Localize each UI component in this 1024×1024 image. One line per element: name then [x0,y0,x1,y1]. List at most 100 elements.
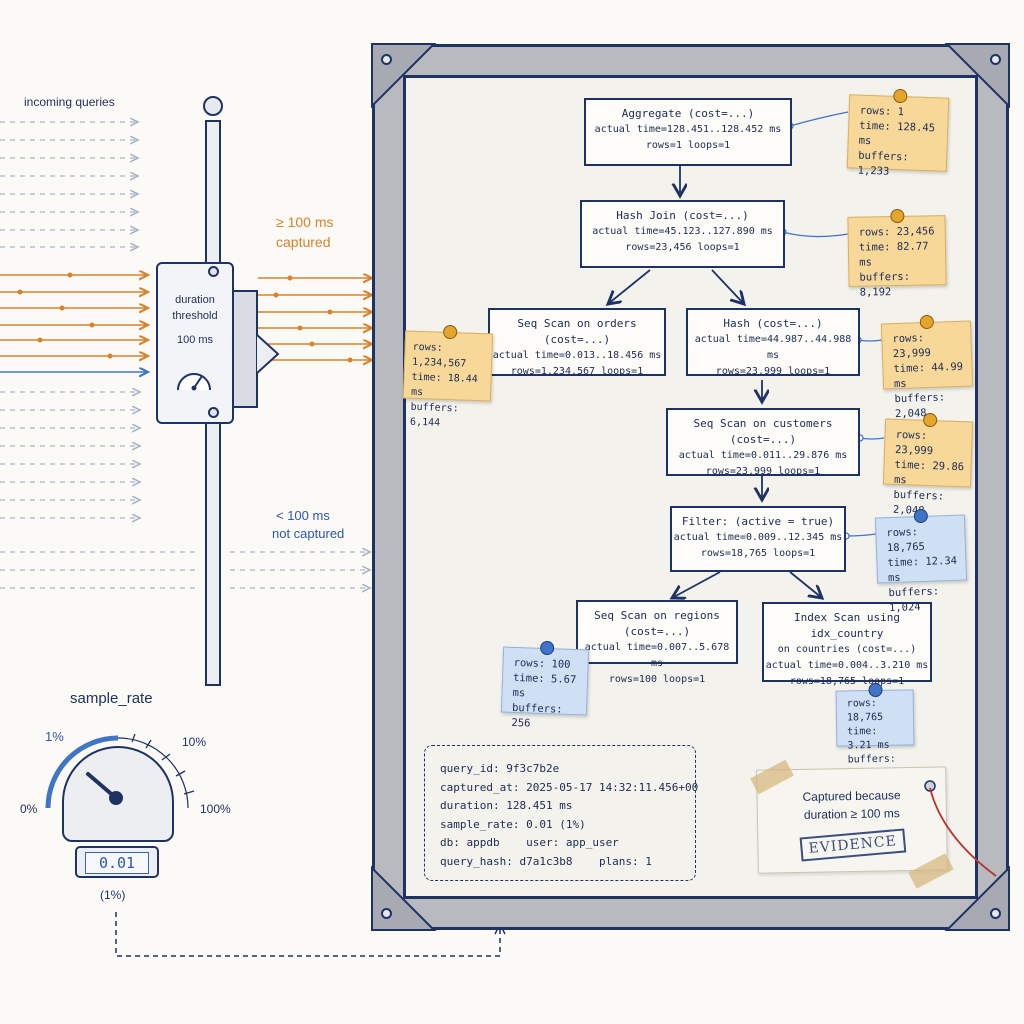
plan-node-seq-scan-customers: Seq Scan on customers (cost=...) actual … [666,408,860,477]
sample-rate-percent: (1%) [100,888,126,902]
node-title: Index Scan using idx_country [794,611,900,640]
sticky-note-hash: rows: 23,999 time: 44.99 ms buffers: 2,0… [880,314,974,420]
note-time: time: 44.99 ms [893,360,964,391]
note-buffers: buffers: 8,192 [859,270,911,299]
not-captured-label: not captured [272,526,345,541]
note-time: time: 128.45 ms [858,119,936,148]
device-gauge-icon [177,373,211,391]
captured-threshold-label: ≥ 100 ms [276,214,334,230]
pushpin-icon [922,412,938,428]
evidence-stamp: EVIDENCE [799,828,906,862]
sticky-note-aggregate: rows: 1 time: 128.45 ms buffers: 1,233 [846,88,950,178]
sample-rate-needle [86,772,123,805]
pushpin-icon [868,682,883,698]
pushpin-icon [442,324,458,340]
board-screw [990,54,1001,65]
sticky-note-filter: rows: 18,765 time: 12.34 ms buffers: 1,0… [874,508,968,614]
node-time: actual time=0.007..5.678 ms [584,642,730,669]
incoming-queries-label: incoming queries [24,95,115,109]
note-time: time: 29.86 ms [893,458,965,487]
meta-duration: duration: 128.451 ms [440,799,573,812]
sample-tick-10pct: 10% [182,735,207,749]
not-captured-threshold-label: < 100 ms [276,508,330,523]
note-rows: rows: 23,456 [858,225,935,239]
node-rows: rows=18,765 loops=1 [789,676,905,687]
meta-captured-at: captured_at: 2025-05-17 14:32:11.456+00 [440,780,699,794]
sample-rate-value: 0.01 [85,852,149,874]
note-rows: rows: 23,999 [894,428,934,458]
note-time: time: 82.77 ms [858,240,929,269]
node-rows: rows=23,999 loops=1 [715,366,831,377]
note-buffers: buffers: 256 [511,701,563,730]
plan-node-filter: Filter: (active = true) actual time=0.00… [670,506,846,572]
note-buffers: buffers: 1,024 [888,585,940,615]
meta-hash-plans: query_hash: d7a1c3b8 plans: 1 [440,854,652,868]
duration-threshold-device: duration threshold 100 ms [156,262,234,424]
plan-node-hash-join: Hash Join (cost=...) actual time=45.123.… [580,200,785,268]
meta-db-user: db: appdb user: app_user [440,836,619,849]
note-rows: rows: 18,765 [886,526,926,555]
node-rows: rows=1 loops=1 [645,140,731,151]
sample-rate-title: sample_rate [70,690,153,707]
meta-query-id: query_id: 9f3c7b2e [440,762,560,775]
node-time: actual time=44.987..44.988 ms [694,334,852,361]
node-rows: rows=1,234,567 loops=1 [510,366,644,377]
note-time: time: 3.21 ms [847,725,890,752]
board-screw [381,54,392,65]
node-title: Hash Join (cost=...) [616,209,749,222]
device-label-line2: threshold [172,310,218,322]
evidence-pin-string [924,780,997,877]
note-time: time: 12.34 ms [887,554,958,585]
device-screw [208,407,219,418]
node-title: Filter: (active = true) [681,515,835,528]
note-rows: rows: 1,234,567 [411,341,467,370]
plan-node-aggregate: Aggregate (cost=...) actual time=128.451… [584,98,792,166]
captured-label: captured [276,234,331,250]
sample-rate-readout: 0.01 [75,846,159,878]
query-metadata-card: query_id: 9f3c7b2e captured_at: 2025-05-… [424,745,699,881]
node-title: Seq Scan on customers (cost=...) [693,417,833,446]
sticky-note-hash-join: rows: 23,456 time: 82.77 ms buffers: 8,1… [847,208,947,299]
note-buffers: buffers: 1,233 [857,149,909,178]
sticky-note-seq-regions: rows: 100 time: 5.67 ms buffers: 256 [500,640,590,730]
sample-rate-scale [45,733,195,809]
note-buffers: buffers: 6,144 [409,401,459,429]
pole-knob [203,96,223,116]
node-time: actual time=0.013..18.456 ms [492,350,662,361]
board-screw [381,908,392,919]
node-time: actual time=0.004..3.210 ms [765,660,929,671]
node-rows: rows=100 loops=1 [608,674,706,685]
note-rows: rows: 23,999 [892,332,932,361]
node-time: actual time=128.451..128.452 ms [594,124,782,135]
board-screw [990,908,1001,919]
sticky-note-index-scan: rows: 18,765 time: 3.21 ms buffers: 768 [835,682,915,779]
evidence-line2: duration ≥ 100 ms [803,806,900,822]
pushpin-icon [919,314,935,330]
node-title: Hash (cost=...) [723,317,823,330]
pushpin-icon [913,508,929,524]
meta-sample-rate: sample_rate: 0.01 (1%) [440,817,586,831]
node-time: actual time=0.009..12.345 ms [673,532,843,543]
pushpin-icon [893,88,908,104]
sticky-note-seq-orders: rows: 1,234,567 time: 18.44 ms buffers: … [402,324,494,429]
node-title: Seq Scan on orders (cost=...) [517,317,637,346]
plan-node-seq-scan-orders: Seq Scan on orders (cost=...) actual tim… [488,308,666,377]
node-title: Seq Scan on regions (cost=...) [594,609,720,638]
node-rows: rows=18,765 loops=1 [700,548,816,559]
node-time: actual time=0.011..29.876 ms [678,450,848,461]
note-time: time: 5.67 ms [512,671,577,700]
sample-tick-1pct: 1% [45,729,64,744]
plan-node-hash: Hash (cost=...) actual time=44.987..44.9… [686,308,860,377]
sample-tick-100pct: 100% [200,802,231,816]
node-title: Aggregate (cost=...) [621,107,755,120]
sample-tick-0pct: 0% [20,802,38,816]
node-rows: rows=23,456 loops=1 [625,242,740,253]
pushpin-icon [890,208,905,224]
node-time: actual time=45.123..127.890 ms [592,226,773,237]
device-threshold-value: 100 ms [176,334,214,346]
device-gate-flap [256,334,280,374]
plan-node-index-scan: Index Scan using idx_country on countrie… [762,602,932,687]
pushpin-icon [539,640,555,656]
note-time: time: 18.44 ms [410,371,478,399]
